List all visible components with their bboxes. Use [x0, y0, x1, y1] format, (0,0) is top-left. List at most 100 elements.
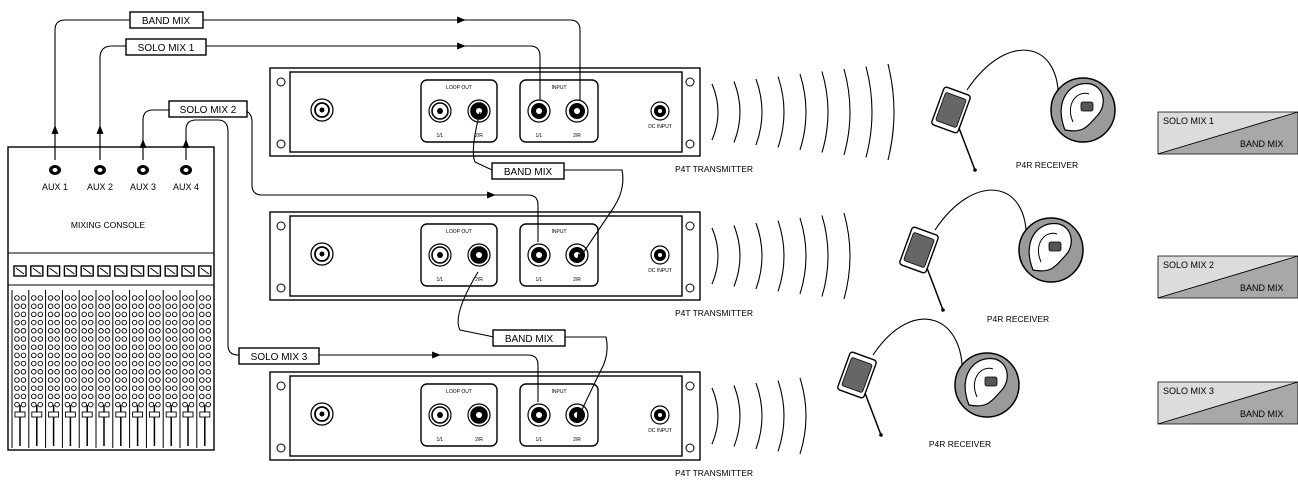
- fader-knob[interactable]: [132, 411, 144, 418]
- loop-out-jack-r[interactable]: [467, 99, 491, 123]
- aux-jack-1: [49, 165, 61, 175]
- input-label: INPUT: [552, 85, 567, 91]
- aux-label-1: AUX 1: [42, 182, 68, 192]
- loop-out-label: LOOP OUT: [446, 85, 472, 91]
- fader-knob[interactable]: [148, 411, 160, 418]
- transmitter-name: P4T TRANSMITTER: [675, 308, 753, 318]
- transmitter-name: P4T TRANSMITTER: [675, 164, 753, 174]
- channel-strip: [28, 265, 44, 448]
- bodypack-receiver: [837, 351, 883, 437]
- channel-strip: [45, 265, 61, 448]
- input-jack-l[interactable]: [527, 403, 551, 427]
- wiring: [51, 16, 624, 421]
- aux-label-4: AUX 4: [173, 182, 199, 192]
- input-jack-l[interactable]: [527, 243, 551, 267]
- svg-text:BAND MIX: BAND MIX: [505, 334, 554, 345]
- jack-label-r: 2/R: [573, 277, 581, 283]
- console-channel-strips: [11, 265, 212, 448]
- loop-out-jack-l[interactable]: [428, 403, 452, 427]
- jack-label-r: 2/R: [475, 133, 483, 139]
- dc-input-label: DC INPUT: [648, 124, 672, 130]
- fader-knob[interactable]: [64, 411, 76, 418]
- fader-knob[interactable]: [115, 411, 127, 418]
- radio-waves: [711, 63, 895, 161]
- label-band-mix-top: BAND MIX: [129, 11, 204, 29]
- ear-icon: [1050, 77, 1116, 143]
- fader-knob[interactable]: [182, 411, 194, 418]
- fader-knob[interactable]: [98, 411, 110, 418]
- jack-label-l: 1/L: [437, 437, 444, 443]
- receiver-name: P4R RECEIVER: [987, 314, 1049, 324]
- dc-input-jack[interactable]: [650, 245, 670, 265]
- loop-out-jack-r[interactable]: [467, 403, 491, 427]
- loop-out-jack-l[interactable]: [428, 99, 452, 123]
- input-label: INPUT: [552, 389, 567, 395]
- dc-input-jack[interactable]: [650, 101, 670, 121]
- label-solo-mix-1: SOLO MIX 1: [125, 38, 207, 56]
- jack-label-l: 1/L: [536, 437, 543, 443]
- label-band-mix-loop-1: BAND MIX: [491, 162, 565, 180]
- transmitter-3: LOOP OUT 1/L 2/R INPUT 1/L 2/R DC INPUT P4T TRA…: [269, 318, 1298, 478]
- antenna-connector: [310, 242, 334, 266]
- dc-input-jack[interactable]: [650, 405, 670, 425]
- radio-waves: [711, 377, 807, 455]
- input-jack-r[interactable]: [565, 403, 589, 427]
- legend-band-label: BAND MIX: [1240, 409, 1284, 419]
- legend-band-label: BAND MIX: [1240, 139, 1284, 149]
- jack-label-r: 2/R: [475, 277, 483, 283]
- dc-input-label: DC INPUT: [648, 428, 672, 434]
- fader-knob[interactable]: [199, 411, 211, 418]
- wire-solo-mix-3: [185, 119, 539, 402]
- bodypack-receiver: [931, 86, 977, 172]
- loop-out-jack-r[interactable]: [467, 243, 491, 267]
- radio-waves: [711, 212, 851, 300]
- legend-solo-label: SOLO MIX 1: [1163, 116, 1214, 126]
- loop-out-panel: LOOP OUT 1/L 2/R: [420, 223, 498, 287]
- svg-text:SOLO MIX 2: SOLO MIX 2: [180, 105, 237, 116]
- channel-strip: [145, 265, 162, 448]
- antenna-connector: [310, 402, 334, 426]
- wire-band-mix: [54, 19, 581, 160]
- console-title: MIXING CONSOLE: [71, 220, 145, 230]
- jack-label-l: 1/L: [536, 133, 543, 139]
- aux-jack-4: [180, 165, 192, 175]
- loop-out-jack-l[interactable]: [428, 243, 452, 267]
- ear-icon: [1018, 217, 1084, 283]
- input-jack-r[interactable]: [565, 99, 589, 123]
- fader-knob[interactable]: [31, 411, 43, 418]
- aux-jack-3: [137, 165, 149, 175]
- channel-strip: [162, 265, 178, 448]
- aux-label-2: AUX 2: [87, 182, 113, 192]
- legend-band-label: BAND MIX: [1240, 283, 1284, 293]
- loop-out-label: LOOP OUT: [446, 389, 472, 395]
- fader-knob[interactable]: [81, 411, 93, 418]
- svg-text:SOLO MIX 3: SOLO MIX 3: [251, 352, 308, 363]
- input-label: INPUT: [552, 229, 567, 235]
- channel-strip: [196, 265, 212, 448]
- svg-text:BAND MIX: BAND MIX: [142, 16, 191, 27]
- fader-knob[interactable]: [14, 411, 26, 418]
- channel-strip: [129, 265, 145, 448]
- svg-text:BAND MIX: BAND MIX: [504, 167, 553, 178]
- label-band-mix-loop-2: BAND MIX: [492, 329, 566, 347]
- channel-strip: [112, 265, 128, 448]
- fader-knob[interactable]: [48, 411, 60, 418]
- channel-strip: [95, 265, 111, 448]
- transmitter-name: P4T TRANSMITTER: [675, 468, 753, 478]
- jack-label-r: 2/R: [573, 437, 581, 443]
- mix-legend: SOLO MIX 1 BAND MIX: [1157, 111, 1298, 155]
- aux-jack-2: [94, 165, 106, 175]
- receiver-name: P4R RECEIVER: [1016, 160, 1078, 170]
- jack-label-l: 1/L: [437, 277, 444, 283]
- aux-label-3: AUX 3: [130, 182, 156, 192]
- label-solo-mix-2: SOLO MIX 2: [168, 100, 248, 118]
- fader-knob[interactable]: [165, 411, 177, 418]
- loop-out-label: LOOP OUT: [446, 229, 472, 235]
- jack-label-r: 2/R: [475, 437, 483, 443]
- input-jack-r[interactable]: [565, 243, 589, 267]
- input-jack-l[interactable]: [527, 99, 551, 123]
